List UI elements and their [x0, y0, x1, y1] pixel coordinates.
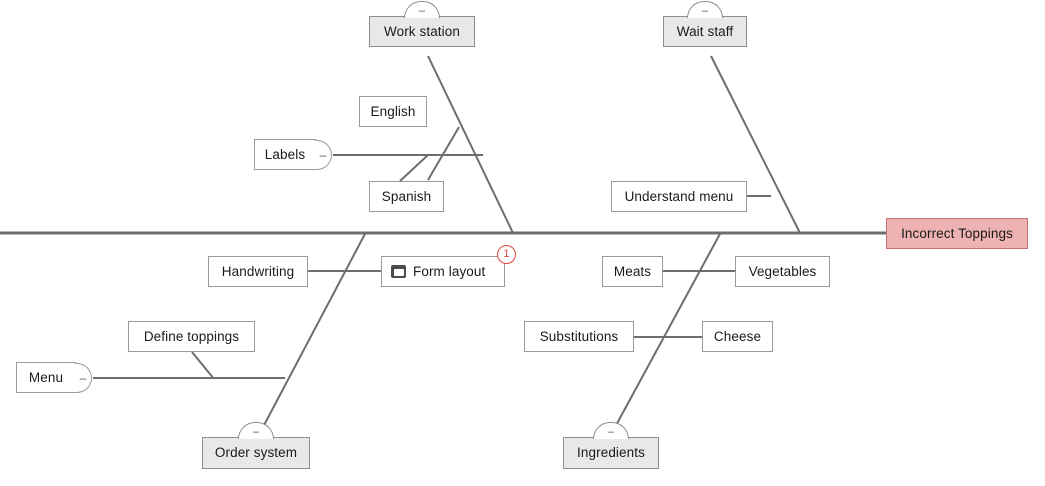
category-box-work-station[interactable]: Work station –	[369, 1, 475, 47]
cause-label-define-toppings: Define toppings	[143, 328, 240, 344]
category-box-order-system[interactable]: Order system –	[202, 422, 310, 469]
category-box-ingredients[interactable]: Ingredients –	[563, 422, 659, 469]
cause-box-vegetables[interactable]: Vegetables	[735, 256, 830, 287]
category-label-order-system: Order system	[214, 445, 298, 461]
category-box-wait-staff[interactable]: Wait staff –	[663, 1, 747, 47]
cause-box-meats[interactable]: Meats	[602, 256, 663, 287]
cause-box-form-layout[interactable]: Form layout 1	[381, 245, 516, 287]
cause-label-form-layout: Form layout	[413, 263, 486, 279]
cause-label-vegetables: Vegetables	[748, 263, 817, 279]
connector-english-to-labelline	[427, 126, 460, 181]
cause-box-handwriting[interactable]: Handwriting	[208, 256, 308, 287]
cause-box-cheese[interactable]: Cheese	[702, 321, 773, 352]
collapse-handle-labels[interactable]: –	[315, 139, 332, 170]
cause-label-menu: Menu	[28, 369, 64, 385]
category-label-ingredients: Ingredients	[577, 445, 645, 461]
cause-box-understand-menu[interactable]: Understand menu	[611, 181, 747, 212]
cause-label-english: English	[370, 103, 416, 119]
cause-label-cheese: Cheese	[713, 328, 762, 344]
cause-label-understand-menu: Understand menu	[624, 188, 734, 204]
cause-label-handwriting: Handwriting	[221, 263, 295, 279]
connector-define-toppings-to-bone	[191, 351, 215, 380]
cause-label-substitutions: Substitutions	[539, 328, 619, 344]
collapse-handle-menu[interactable]: –	[75, 362, 92, 393]
connector-spanish-to-labelline	[399, 154, 429, 182]
cause-box-define-toppings[interactable]: Define toppings	[128, 321, 255, 352]
cause-box-labels[interactable]: Labels–	[254, 139, 332, 170]
comment-count-badge[interactable]: 1	[497, 245, 516, 264]
collapse-handle-work-station[interactable]: –	[404, 1, 440, 18]
collapse-handle-wait-staff[interactable]: –	[687, 1, 723, 18]
effect-head-label: Incorrect Toppings	[901, 225, 1013, 241]
cause-box-english[interactable]: English	[359, 96, 427, 127]
collapse-handle-ingredients[interactable]: –	[593, 422, 629, 439]
cause-label-spanish: Spanish	[381, 188, 432, 204]
cause-box-spanish[interactable]: Spanish	[369, 181, 444, 212]
cause-label-meats: Meats	[613, 263, 652, 279]
note-icon	[391, 265, 406, 278]
category-label-wait-staff: Wait staff	[676, 23, 734, 39]
cause-box-menu[interactable]: Menu–	[16, 362, 92, 393]
effect-head-box[interactable]: Incorrect Toppings	[886, 218, 1028, 249]
cause-box-substitutions[interactable]: Substitutions	[524, 321, 634, 352]
cause-label-labels: Labels	[264, 146, 306, 162]
category-label-work-station: Work station	[384, 23, 460, 39]
collapse-handle-order-system[interactable]: –	[238, 422, 274, 439]
